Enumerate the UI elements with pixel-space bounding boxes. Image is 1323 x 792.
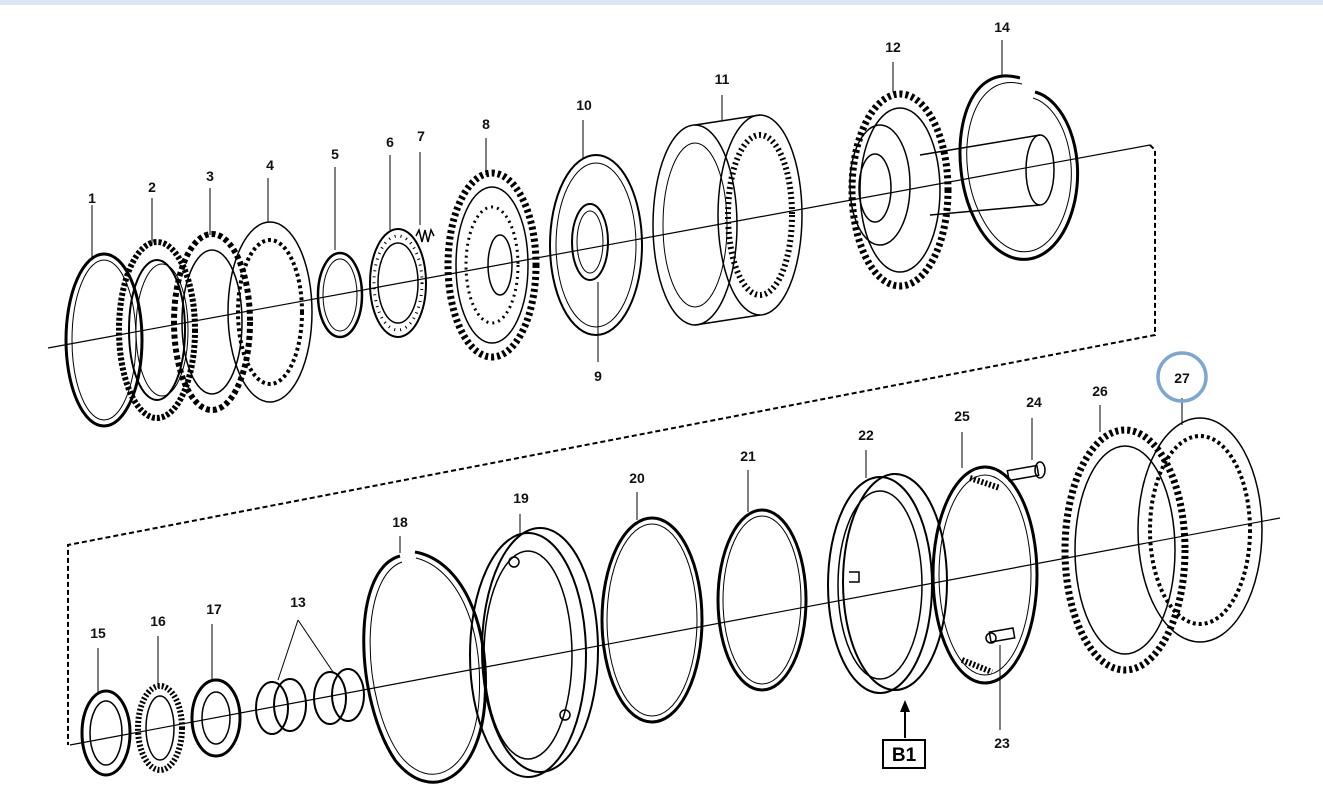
part-7-spring[interactable] bbox=[415, 227, 435, 243]
part-9-seal-ring[interactable] bbox=[571, 203, 609, 281]
part-20-seal-ring[interactable] bbox=[600, 516, 704, 724]
callout-12[interactable]: 12 bbox=[885, 39, 901, 55]
part-2-clutch-disc[interactable] bbox=[116, 239, 198, 421]
callout-1[interactable]: 1 bbox=[88, 190, 96, 206]
callout-19[interactable]: 19 bbox=[513, 490, 529, 506]
callout-8[interactable]: 8 bbox=[482, 116, 490, 132]
callout-2[interactable]: 2 bbox=[148, 179, 156, 195]
callout-17[interactable]: 17 bbox=[206, 601, 222, 617]
callout-7[interactable]: 7 bbox=[417, 128, 425, 144]
callout-26[interactable]: 26 bbox=[1092, 383, 1108, 399]
part-6-spring-plate[interactable] bbox=[369, 228, 427, 338]
part-16-needle-bearing[interactable] bbox=[135, 683, 185, 773]
callout-labels: 1 2 3 4 5 6 7 8 9 10 11 12 13 14 15 16 1… bbox=[88, 19, 1190, 751]
part-26-friction-disc[interactable] bbox=[1061, 426, 1189, 674]
part-12-planet-carrier-gear[interactable] bbox=[848, 90, 1055, 290]
upper-axis-line bbox=[47, 144, 1151, 349]
callout-4[interactable]: 4 bbox=[266, 157, 274, 173]
part-8-piston-gear[interactable] bbox=[444, 169, 540, 361]
reference-box-label: B1 bbox=[892, 745, 917, 766]
callout-21[interactable]: 21 bbox=[740, 448, 756, 464]
callout-24[interactable]: 24 bbox=[1026, 394, 1042, 410]
assembly-connector-frame bbox=[67, 144, 1156, 745]
callout-5[interactable]: 5 bbox=[331, 146, 339, 162]
part-1-snap-ring[interactable] bbox=[64, 252, 144, 428]
callout-10[interactable]: 10 bbox=[576, 97, 592, 113]
part-3-friction-plate[interactable] bbox=[171, 231, 253, 413]
part-21-seal-ring[interactable] bbox=[716, 508, 808, 692]
part-10-thrust-washer[interactable] bbox=[549, 154, 643, 336]
callout-15[interactable]: 15 bbox=[90, 625, 106, 641]
callout-13[interactable]: 13 bbox=[290, 594, 306, 610]
part-23-screw[interactable] bbox=[985, 627, 1016, 644]
part-5-o-ring[interactable] bbox=[316, 251, 364, 339]
part-24-screw[interactable] bbox=[1006, 461, 1046, 482]
lower-axis-line bbox=[69, 517, 1281, 746]
part-25-spring-retainer[interactable] bbox=[931, 465, 1039, 685]
part-13-bushings[interactable] bbox=[255, 668, 365, 735]
callout-27[interactable]: 27 bbox=[1174, 370, 1190, 386]
callout-14[interactable]: 14 bbox=[994, 19, 1010, 35]
reference-box-b1[interactable]: B1 bbox=[882, 739, 926, 769]
callout-18[interactable]: 18 bbox=[392, 514, 408, 530]
part-27-steel-disc[interactable] bbox=[1137, 417, 1263, 643]
callout-3[interactable]: 3 bbox=[206, 168, 214, 184]
part-17-bearing-race[interactable] bbox=[190, 678, 242, 758]
part-18-snap-ring[interactable] bbox=[362, 550, 488, 784]
callout-25[interactable]: 25 bbox=[954, 408, 970, 424]
callout-9[interactable]: 9 bbox=[594, 368, 602, 384]
callout-20[interactable]: 20 bbox=[629, 470, 645, 486]
callout-22[interactable]: 22 bbox=[858, 427, 874, 443]
callout-23[interactable]: 23 bbox=[994, 735, 1010, 751]
part-4-steel-plate[interactable] bbox=[227, 221, 313, 403]
b1-arrow bbox=[900, 700, 910, 738]
callout-11[interactable]: 11 bbox=[715, 71, 730, 87]
part-19-piston-housing[interactable] bbox=[469, 527, 599, 778]
callout-6[interactable]: 6 bbox=[386, 134, 394, 150]
part-15-bearing-race[interactable] bbox=[80, 689, 132, 777]
callout-16[interactable]: 16 bbox=[150, 613, 166, 629]
header-bar bbox=[0, 0, 1323, 5]
part-11-ring-gear-drum[interactable] bbox=[652, 114, 803, 326]
highlight-circle-27 bbox=[1156, 351, 1208, 403]
leader-lines bbox=[91, 40, 1183, 730]
part-14-retaining-ring[interactable] bbox=[958, 74, 1080, 261]
